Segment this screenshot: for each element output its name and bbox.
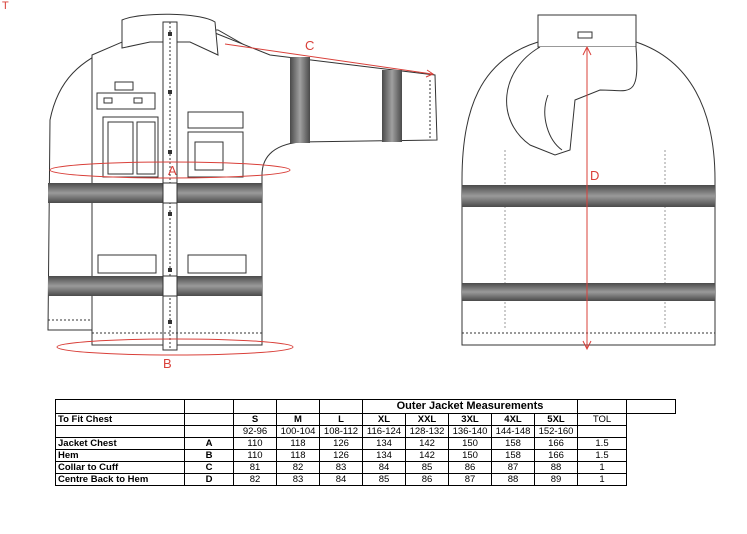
back-reflective-tapes: [462, 185, 715, 301]
chest-range: 92-96: [233, 425, 277, 438]
tol-header: TOL: [577, 413, 627, 426]
size-4xl: 4XL: [491, 413, 535, 426]
chest-range: 136-140: [448, 425, 492, 438]
table-row: Collar to Cuff C 81 82 83 84 85 86 87 88…: [55, 461, 676, 474]
table-row: Jacket Chest A 110 118 126 134 142 150 1…: [55, 437, 676, 450]
size-xxl: XXL: [405, 413, 449, 426]
size-s: S: [233, 413, 277, 426]
back-measurement: [582, 45, 592, 351]
corner-mark: T: [2, 0, 9, 12]
label-a: A: [168, 163, 177, 178]
table-title-row: Outer Jacket Measurements: [55, 399, 676, 414]
header-row: To Fit Chest S M L XL XXL 3XL 4XL 5XL TO…: [55, 413, 676, 426]
chest-range: 100-104: [276, 425, 320, 438]
table-row: Hem B 110 118 126 134 142 150 158 166 1.…: [55, 449, 676, 462]
size-table: Outer Jacket Measurements To Fit Chest S…: [55, 399, 676, 486]
chest-range-row: 92-96 100-104 108-112 116-124 128-132 13…: [55, 425, 676, 438]
table-row: Centre Back to Hem D 82 83 84 85 86 87 8…: [55, 473, 676, 486]
size-l: L: [319, 413, 363, 426]
size-m: M: [276, 413, 320, 426]
size-5xl: 5XL: [534, 413, 578, 426]
chest-range: 144-148: [491, 425, 535, 438]
jacket-diagram: A B C D: [47, 13, 716, 371]
fit-chest-label: To Fit Chest: [55, 413, 185, 426]
chest-range: 128-132: [405, 425, 449, 438]
back-collar: [537, 14, 637, 48]
back-hood: [506, 46, 638, 156]
table-title: Outer Jacket Measurements: [362, 399, 578, 414]
label-b: B: [163, 356, 172, 371]
front-measurements: [49, 43, 435, 356]
label-d: D: [590, 168, 599, 183]
size-xl: XL: [362, 413, 406, 426]
chest-range: 108-112: [319, 425, 363, 438]
front-reflective-tapes: [48, 57, 402, 297]
chest-range: 116-124: [362, 425, 406, 438]
size-3xl: 3XL: [448, 413, 492, 426]
chest-range: 152-160: [534, 425, 578, 438]
label-c: C: [305, 38, 314, 53]
front-right-sleeve: [214, 32, 438, 176]
front-view: [47, 13, 438, 351]
